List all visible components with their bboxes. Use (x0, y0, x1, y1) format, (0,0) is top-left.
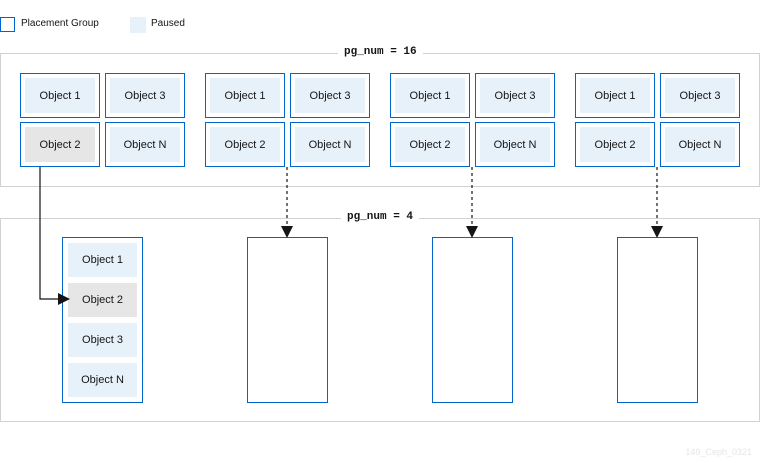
object-box: Object N (665, 127, 735, 162)
object-box-moving: Object 2 (25, 127, 95, 162)
object-box: Object 3 (295, 78, 365, 113)
object-box: Object 3 (68, 323, 137, 357)
bottom-panel-title: pg_num = 4 (341, 211, 420, 223)
object-box: Object N (480, 127, 550, 162)
legend-paused-label: Paused (151, 18, 185, 29)
object-box: Object 1 (25, 78, 95, 113)
object-box-moved: Object 2 (68, 283, 137, 317)
object-box: Object 3 (480, 78, 550, 113)
legend-paused-swatch (130, 17, 146, 33)
object-box: Object 2 (395, 127, 465, 162)
legend-placement-group-label: Placement Group (21, 18, 99, 29)
move-arrow (39, 167, 70, 305)
object-box: Object N (110, 127, 180, 162)
figure-id-watermark: 149_Ceph_0321 (685, 447, 752, 457)
object-box: Object 1 (68, 243, 137, 277)
object-box: Object 2 (210, 127, 280, 162)
object-box: Object N (295, 127, 365, 162)
object-box: Object 2 (580, 127, 650, 162)
object-box: Object 1 (395, 78, 465, 113)
object-box: Object 1 (580, 78, 650, 113)
pg-bottom-2 (247, 237, 328, 403)
object-box: Object 3 (110, 78, 180, 113)
object-box: Object 1 (210, 78, 280, 113)
top-panel-title: pg_num = 16 (338, 46, 423, 58)
object-box: Object N (68, 363, 137, 397)
legend-placement-group-swatch (0, 17, 15, 32)
object-box: Object 3 (665, 78, 735, 113)
